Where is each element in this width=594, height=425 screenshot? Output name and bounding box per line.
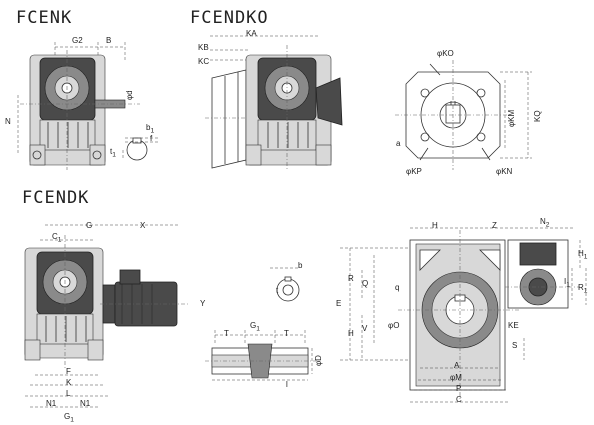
label-t1-sub: 1	[112, 151, 116, 159]
label-i1-sub: 1	[566, 281, 570, 289]
label-g1-bottom-sub: 1	[70, 416, 74, 424]
label-phi-o: φO	[388, 321, 400, 330]
label-f-dim: F	[66, 367, 71, 376]
label-phi-d-shaft: φD	[314, 355, 323, 366]
label-g2: G2	[72, 36, 83, 45]
label-c1-main: C	[52, 232, 58, 241]
label-h1: H1	[578, 250, 587, 261]
fcendk-view	[24, 224, 190, 408]
fcenk-view	[17, 42, 160, 170]
label-phi-km: φKM	[507, 109, 516, 127]
label-n: N	[5, 117, 11, 126]
fcendko-view	[205, 35, 343, 170]
label-c1-sub: 1	[57, 236, 62, 244]
label-n2-sub: 2	[545, 221, 550, 229]
label-phi-m: φM	[450, 373, 462, 382]
label-f: f	[150, 134, 153, 143]
label-g1-shaft-main: G	[250, 321, 257, 330]
label-kq: KQ	[533, 110, 542, 122]
label-t1: t1	[110, 148, 116, 159]
label-y: Y	[200, 299, 206, 308]
label-l-shaft: l	[286, 380, 288, 389]
label-b: B	[106, 36, 112, 45]
label-a-dim: A	[454, 361, 460, 370]
label-h1-sub: 1	[583, 253, 588, 261]
label-phi-d: φd	[125, 90, 134, 100]
label-phi-kn: φKN	[496, 167, 513, 176]
label-v: V	[362, 324, 368, 333]
label-t-left: T	[224, 329, 229, 338]
label-h1-main: H	[578, 249, 584, 258]
label-a: a	[396, 139, 401, 148]
label-n1-right: N1	[80, 399, 91, 408]
label-kb: KB	[198, 43, 209, 52]
label-c1: C1	[52, 233, 61, 244]
flange-face-view	[395, 60, 532, 170]
title-fcendk: FCENDK	[22, 188, 90, 208]
label-g: G	[86, 221, 93, 230]
title-fcenk: FCENK	[16, 8, 73, 28]
label-g1-shaft: G1	[250, 322, 260, 333]
label-b-shaft: b	[298, 261, 303, 270]
label-b1-main: b	[146, 123, 151, 132]
label-kc: KC	[198, 57, 210, 66]
shaft-detail-view	[205, 267, 318, 381]
label-z: Z	[492, 221, 497, 230]
label-n1-left: N1	[46, 399, 57, 408]
label-phi-ko: φKO	[437, 49, 454, 58]
label-k: K	[66, 378, 72, 387]
label-l: L	[66, 389, 71, 398]
label-t-right: T	[284, 329, 289, 338]
label-b1-sub: 1	[150, 127, 155, 135]
label-i1-main: I	[564, 277, 567, 286]
label-x: X	[140, 221, 146, 230]
label-g1-shaft-sub: 1	[256, 325, 260, 333]
label-q-small: q	[395, 283, 400, 292]
label-s: S	[512, 341, 518, 350]
label-r1-sub: 1	[583, 287, 588, 295]
label-b1: b1	[146, 124, 154, 135]
label-h-top: H	[432, 221, 438, 230]
label-i1: I1	[564, 278, 570, 289]
label-c: C	[456, 395, 462, 404]
label-r1: R1	[578, 284, 587, 295]
label-t1-main: t	[110, 147, 113, 156]
label-h-left: H	[348, 329, 354, 338]
label-p: P	[456, 384, 462, 393]
label-r1-main: R	[578, 283, 584, 292]
title-fcendko: FCENDKO	[190, 8, 269, 28]
label-q: Q	[362, 279, 369, 288]
label-ka: KA	[246, 29, 257, 38]
label-t-shaft: t	[276, 286, 279, 295]
label-e: E	[336, 299, 342, 308]
label-n2: N2	[540, 218, 549, 229]
label-g1-bottom: G1	[64, 413, 74, 424]
section-view	[340, 227, 587, 403]
label-phi-kp: φKP	[406, 167, 422, 176]
label-n2-main: N	[540, 217, 546, 226]
label-ke: KE	[508, 321, 519, 330]
label-g1-bottom-main: G	[64, 412, 71, 421]
label-r: R	[348, 274, 354, 283]
